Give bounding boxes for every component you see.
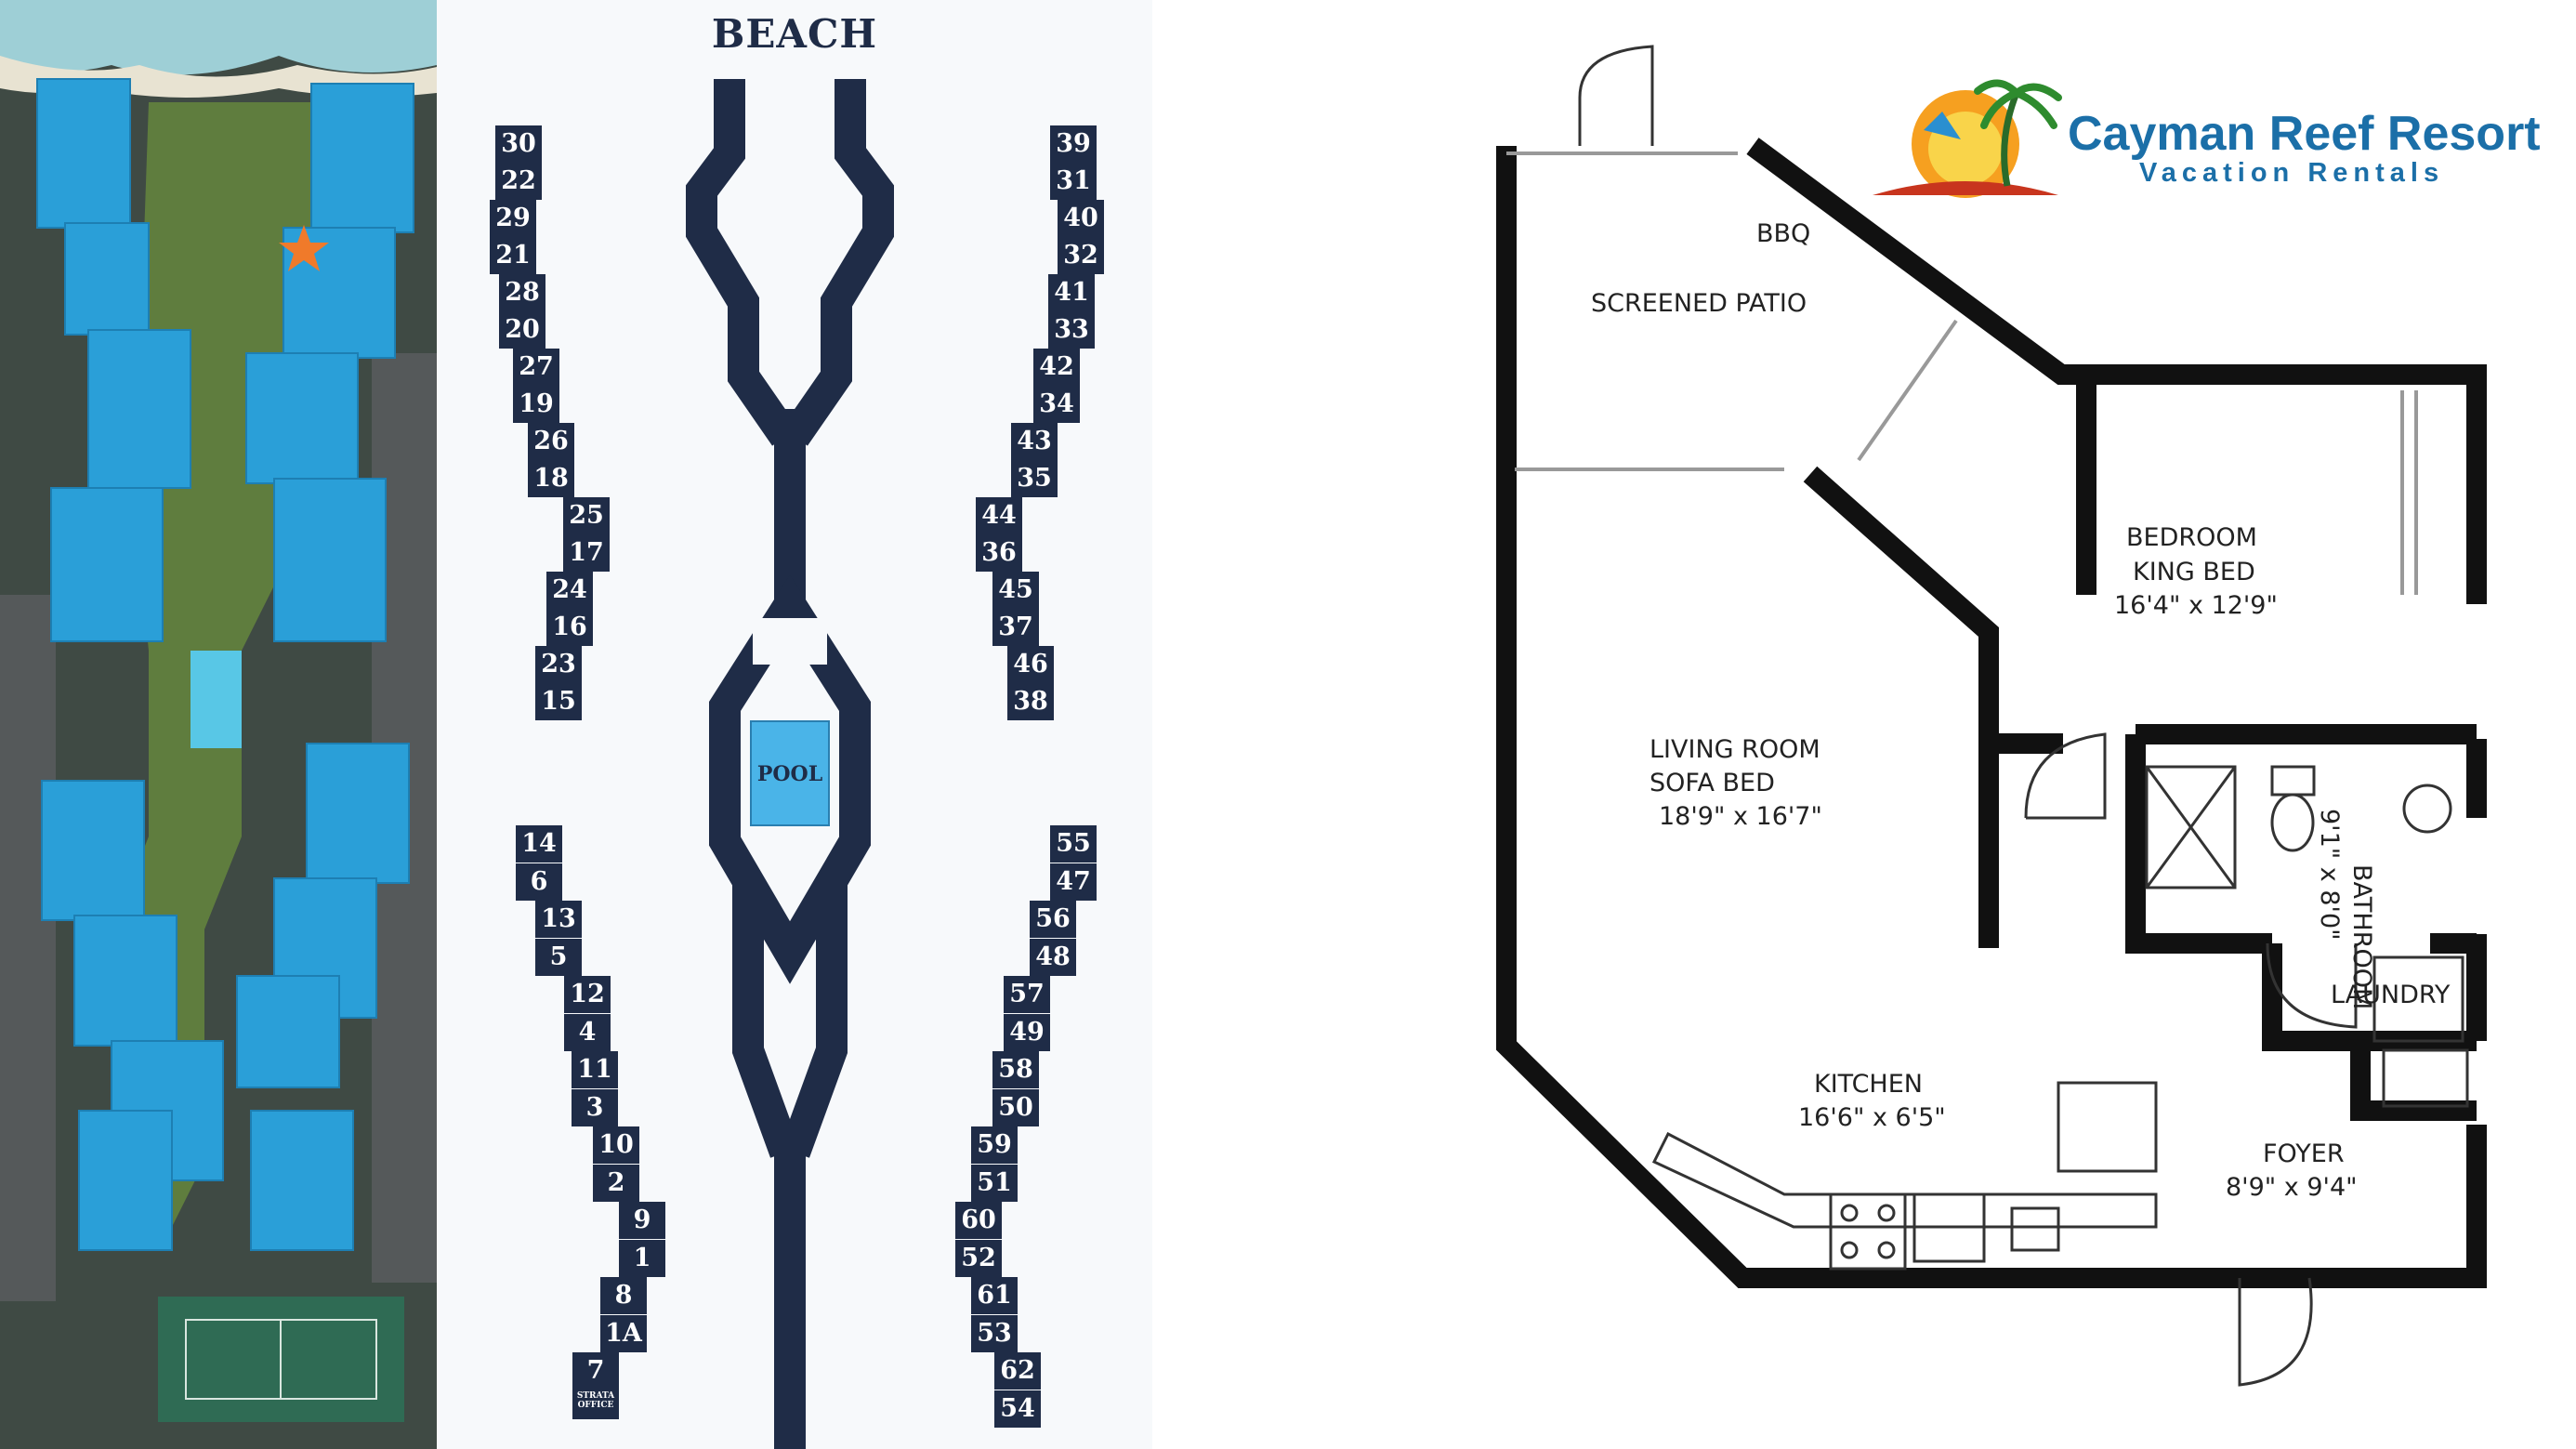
unit-23: 23 xyxy=(535,646,582,683)
unit-8: 8 xyxy=(600,1277,647,1314)
unit-28: 28 xyxy=(499,274,545,311)
unit-44: 44 xyxy=(976,497,1022,534)
bedroom-bed-label: KING BED xyxy=(2133,558,2255,586)
unit-58: 58 xyxy=(992,1051,1039,1088)
unit-38: 38 xyxy=(1007,683,1054,720)
unit-19: 19 xyxy=(513,386,559,423)
unit-31: 31 xyxy=(1050,163,1097,200)
aerial-photo xyxy=(0,0,437,1449)
unit-35: 35 xyxy=(1011,460,1058,497)
unit-17: 17 xyxy=(563,534,610,572)
unit-56: 56 xyxy=(1030,901,1076,938)
unit-47: 47 xyxy=(1050,863,1097,901)
foyer-label: FOYER xyxy=(2263,1139,2345,1168)
unit-45: 45 xyxy=(992,572,1039,609)
unit-61: 61 xyxy=(971,1277,1018,1314)
pool-shape xyxy=(750,720,830,826)
bbq-label: BBQ xyxy=(1756,219,1811,248)
star-icon xyxy=(279,225,329,271)
unit-2: 2 xyxy=(593,1164,639,1202)
unit-60: 60 xyxy=(955,1202,1002,1239)
unit-39: 39 xyxy=(1050,125,1097,163)
unit-26: 26 xyxy=(528,423,574,460)
strata-office-label: STRATA OFFICE xyxy=(576,1391,615,1410)
unit-42: 42 xyxy=(1033,349,1080,386)
unit-6: 6 xyxy=(516,863,562,901)
unit-25: 25 xyxy=(563,497,610,534)
unit-5: 5 xyxy=(535,938,582,976)
unit-57: 57 xyxy=(1004,976,1050,1013)
unit-9: 9 xyxy=(619,1202,665,1239)
unit-43: 43 xyxy=(1011,423,1058,460)
unit-20: 20 xyxy=(499,311,545,349)
unit-24: 24 xyxy=(546,572,593,609)
unit-15: 15 xyxy=(535,683,582,720)
unit-27: 27 xyxy=(513,349,559,386)
unit-49: 49 xyxy=(1004,1013,1050,1051)
unit-1: 1 xyxy=(619,1239,665,1277)
living-dims: 18'9" x 16'7" xyxy=(1659,802,1822,831)
floor-plan-walls xyxy=(1496,45,2487,1387)
unit-53: 53 xyxy=(971,1314,1018,1352)
unit-62: 62 xyxy=(994,1352,1041,1390)
unit-51: 51 xyxy=(971,1164,1018,1202)
unit-11: 11 xyxy=(572,1051,618,1088)
unit-14: 14 xyxy=(516,825,562,863)
bedroom-dims: 16'4" x 12'9" xyxy=(2114,591,2278,620)
bedroom-label: BEDROOM xyxy=(2126,523,2257,552)
unit-34: 34 xyxy=(1033,386,1080,423)
logo-tagline: Vacation Rentals xyxy=(2139,158,2445,188)
unit-59: 59 xyxy=(971,1126,1018,1164)
unit-33: 33 xyxy=(1048,311,1095,349)
unit-41: 41 xyxy=(1048,274,1095,311)
unit-18: 18 xyxy=(528,460,574,497)
walkway-path xyxy=(686,79,894,1449)
unit-1a: 1A xyxy=(600,1314,647,1352)
laundry-label: LAUNDRY xyxy=(2331,981,2451,1009)
unit-37: 37 xyxy=(992,609,1039,646)
living-sofa-label: SOFA BED xyxy=(1649,769,1775,797)
unit-30: 30 xyxy=(495,125,542,163)
unit-21: 21 xyxy=(490,237,536,274)
unit-36: 36 xyxy=(976,534,1022,572)
living-room-label: LIVING ROOM xyxy=(1649,735,1820,764)
unit-4: 4 xyxy=(564,1013,611,1051)
screened-patio-label: SCREENED PATIO xyxy=(1591,289,1807,318)
unit-16: 16 xyxy=(546,609,593,646)
unit-13: 13 xyxy=(535,901,582,938)
resort-logo: Cayman Reef Resort Vacation Rentals xyxy=(1868,74,2541,204)
unit-10: 10 xyxy=(593,1126,639,1164)
unit-46: 46 xyxy=(1007,646,1054,683)
unit-22: 22 xyxy=(495,163,542,200)
unit-55: 55 xyxy=(1050,825,1097,863)
unit-29: 29 xyxy=(490,200,536,237)
pool-label: POOL xyxy=(756,762,823,786)
unit-3: 3 xyxy=(572,1088,618,1126)
logo-name: Cayman Reef Resort xyxy=(2068,107,2541,161)
unit-48: 48 xyxy=(1030,938,1076,976)
foyer-dims: 8'9" x 9'4" xyxy=(2226,1173,2358,1202)
unit-54: 54 xyxy=(994,1390,1041,1428)
beach-title: BEACH xyxy=(711,11,878,57)
bathroom-dims: 9'1" x 8'0" xyxy=(2315,809,2344,941)
kitchen-label: KITCHEN xyxy=(1814,1070,1923,1099)
unit-52: 52 xyxy=(955,1239,1002,1277)
kitchen-dims: 16'6" x 6'5" xyxy=(1798,1103,1946,1132)
palm-sunset-icon xyxy=(1873,79,2062,198)
unit-50: 50 xyxy=(992,1088,1039,1126)
unit-40: 40 xyxy=(1058,200,1104,237)
unit-32: 32 xyxy=(1058,237,1104,274)
floor-plan: BBQ SCREENED PATIO BEDROOM KING BED 16'4… xyxy=(1431,0,2576,1449)
unit-12: 12 xyxy=(564,976,611,1013)
